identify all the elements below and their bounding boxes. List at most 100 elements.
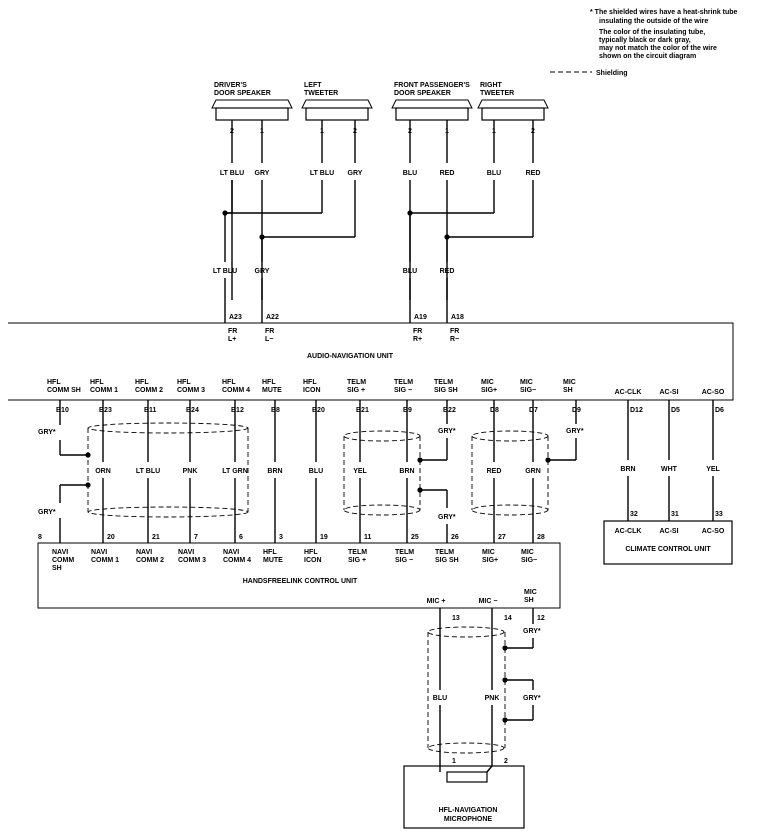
hcu-pin-function: NAVI bbox=[136, 549, 152, 556]
shield-splice bbox=[417, 487, 423, 493]
wire-color-label: RED bbox=[487, 468, 502, 475]
unit-pin-label: FR bbox=[413, 328, 422, 335]
speaker-label: DOOR SPEAKER bbox=[394, 90, 451, 97]
audio-pin-function: SIG− bbox=[520, 387, 536, 394]
audio-pin: B21 bbox=[356, 407, 369, 414]
unit-pin-label: L− bbox=[265, 336, 273, 343]
audio-pin-function: COMM SH bbox=[47, 387, 81, 394]
climate-unit-pin: 31 bbox=[671, 511, 679, 518]
wire-color-label: BLU bbox=[403, 268, 417, 275]
hcu-pin-function: SIG− bbox=[521, 557, 537, 564]
hcu-pin-function: SIG SH bbox=[435, 557, 459, 564]
speaker-cone bbox=[301, 99, 373, 109]
audio-pin-function: HFL bbox=[90, 379, 104, 386]
wire-color-label: BRN bbox=[620, 466, 635, 473]
microphone-label: MICROPHONE bbox=[444, 816, 493, 823]
audio-pin-function: SIG+ bbox=[481, 387, 497, 394]
audio-pin-function: SIG SH bbox=[434, 387, 458, 394]
audio-pin-function: HFL bbox=[47, 379, 61, 386]
hcu-pin: 25 bbox=[411, 534, 419, 541]
speaker-body bbox=[395, 107, 469, 121]
wire-color-label: GRN bbox=[525, 468, 541, 475]
hcu-pin-function: COMM 4 bbox=[223, 557, 251, 564]
climate-pin-function: AC-SO bbox=[702, 389, 725, 396]
wire-color-label: LT BLU bbox=[220, 170, 244, 177]
audio-pin-function: HFL bbox=[177, 379, 191, 386]
hcu-pin: 28 bbox=[537, 534, 545, 541]
audio-pin-function: COMM 2 bbox=[135, 387, 163, 394]
audio-pin-function: MUTE bbox=[262, 387, 282, 394]
audio-pin-function: COMM 4 bbox=[222, 387, 250, 394]
wire-color-label: RED bbox=[526, 170, 541, 177]
telm-shield-tube-top bbox=[343, 430, 421, 442]
audio-nav-unit-label: AUDIO-NAVIGATION UNIT bbox=[307, 353, 394, 360]
hcu-mic-pin: 14 bbox=[504, 615, 512, 622]
hcu-pin-function: NAVI bbox=[52, 549, 68, 556]
audio-nav-unit-outline bbox=[8, 322, 734, 401]
wire-color-label: BLU bbox=[309, 468, 323, 475]
climate-pin: D12 bbox=[630, 407, 643, 414]
speaker-label: TWEETER bbox=[304, 90, 338, 97]
wire-color-label: BLU bbox=[433, 695, 447, 702]
audio-pin-function: HFL bbox=[222, 379, 236, 386]
climate-unit-pin: 33 bbox=[715, 511, 723, 518]
hcu-pin-function: NAVI bbox=[178, 549, 194, 556]
hcu-pin-function: COMM 1 bbox=[91, 557, 119, 564]
climate-pin-function: AC-SI bbox=[659, 389, 678, 396]
speaker-label: FRONT PASSENGER'S bbox=[394, 82, 470, 89]
audio-pin: B20 bbox=[312, 407, 325, 414]
hcu-pin-function: COMM 2 bbox=[136, 557, 164, 564]
hcu-mic-pin-function: MIC − bbox=[479, 598, 498, 605]
climate-unit-pin-label: AC-CLK bbox=[615, 528, 642, 535]
audio-pin: B12 bbox=[231, 407, 244, 414]
unit-pin: A18 bbox=[451, 314, 464, 321]
hcu-pin-function: COMM bbox=[52, 557, 74, 564]
note-text: insulating the outside of the wire bbox=[599, 18, 708, 25]
hcu-pin-function: TELM bbox=[395, 549, 414, 556]
wire-color-label: GRY* bbox=[523, 695, 541, 702]
hcu-pin-function: HFL bbox=[263, 549, 277, 556]
wire-color-label: GRY* bbox=[566, 428, 584, 435]
wire-color-label: BLU bbox=[403, 170, 417, 177]
audio-pin-function: SIG + bbox=[347, 387, 365, 394]
unit-pin-label: R− bbox=[450, 336, 459, 343]
audio-pin-function: MIC bbox=[520, 379, 533, 386]
hcu-pin-function: HFL bbox=[304, 549, 318, 556]
wire-color-label: YEL bbox=[353, 468, 367, 475]
comm-shield-tube-bottom bbox=[87, 506, 249, 518]
hcu-pin: 26 bbox=[451, 534, 459, 541]
microphone-label: HFL-NAVIGATION bbox=[439, 807, 498, 814]
mic-shield-tube-bottom bbox=[471, 504, 549, 516]
wire-color-label: GRY bbox=[255, 268, 270, 275]
mic-cable-shield-top bbox=[427, 626, 505, 638]
audio-pin: B22 bbox=[443, 407, 456, 414]
wire-color-label: GRY* bbox=[438, 514, 456, 521]
audio-pin-function: HFL bbox=[262, 379, 276, 386]
hcu-pin: 21 bbox=[152, 534, 160, 541]
speaker-cone bbox=[391, 99, 473, 109]
speaker-label: DOOR SPEAKER bbox=[214, 90, 271, 97]
hcu-pin-function: MIC bbox=[482, 549, 495, 556]
mic-pin: 2 bbox=[504, 758, 508, 765]
hcu-pin-function: MUTE bbox=[263, 557, 283, 564]
audio-pin: B10 bbox=[56, 407, 69, 414]
note-text: may not match the color of the wire bbox=[599, 45, 717, 52]
audio-pin-function: HFL bbox=[135, 379, 149, 386]
hcu-mic-pin-function: MIC + bbox=[427, 598, 446, 605]
hcu-pin-function: COMM 3 bbox=[178, 557, 206, 564]
note-text: shown on the circuit diagram bbox=[599, 53, 696, 60]
wire-color-label: BLU bbox=[487, 170, 501, 177]
hcu-pin: 20 bbox=[107, 534, 115, 541]
hcu-pin: 19 bbox=[320, 534, 328, 541]
climate-unit-pin: 32 bbox=[630, 511, 638, 518]
note-text: typically black or dark gray, bbox=[599, 37, 691, 44]
wire-color-label: GRY* bbox=[523, 628, 541, 635]
climate-unit-label: CLIMATE CONTROL UNIT bbox=[625, 546, 711, 553]
audio-pin-function: HFL bbox=[303, 379, 317, 386]
wire-color-label: GRY* bbox=[438, 428, 456, 435]
climate-pin: D5 bbox=[671, 407, 680, 414]
climate-unit-pin-label: AC-SO bbox=[702, 528, 725, 535]
mic-cable-shield-bottom bbox=[427, 742, 505, 754]
wire-color-label: BRN bbox=[399, 468, 414, 475]
